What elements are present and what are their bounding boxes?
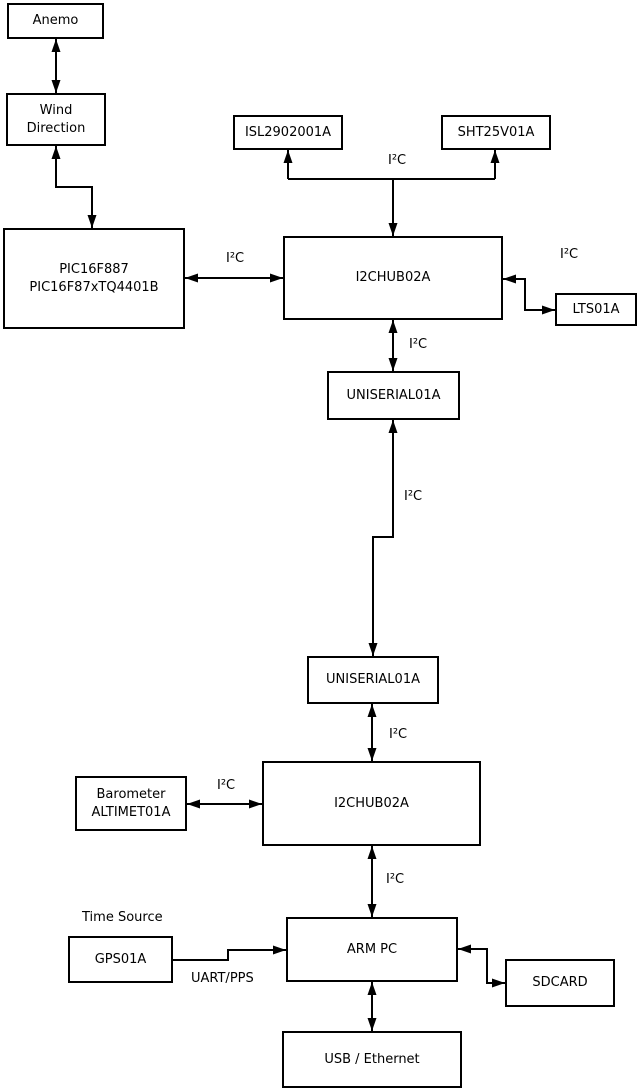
label-i2c-hub1-lts: I²C	[560, 247, 579, 262]
node-lts01a-label: LTS01A	[572, 301, 620, 317]
node-arm-pc: ARM PC	[286, 917, 458, 982]
node-pic16f887-label: PIC16F887	[59, 261, 129, 277]
edge-i2chub1-lts01a	[503, 274, 555, 315]
node-uniserial01a-1-label: UNISERIAL01A	[346, 387, 441, 403]
node-i2chub02a-1-label: I2CHUB02A	[355, 270, 431, 286]
label-uart-pps: UART/PPS	[191, 971, 254, 986]
node-sht25v01a-label: SHT25V01A	[457, 124, 535, 140]
label-i2c-uniserial2-hub2: I²C	[389, 727, 408, 742]
node-wind-direction-label: Wind	[39, 102, 73, 118]
edge-uniserial1-uniserial2	[368, 420, 398, 656]
edges	[51, 39, 555, 1031]
label-i2c-barometer-hub2: I²C	[217, 778, 236, 793]
node-lts01a: LTS01A	[555, 293, 637, 326]
label-i2c-hub2-armpc: I²C	[386, 872, 405, 887]
node-gps01a-label: GPS01A	[94, 951, 147, 967]
node-sht25v01a: SHT25V01A	[441, 115, 551, 150]
node-anemo: Anemo	[7, 3, 104, 39]
node-gps01a: GPS01A	[68, 936, 173, 983]
label-i2c-bus-top: I²C	[388, 153, 407, 168]
node-usb-ethernet: USB / Ethernet	[282, 1031, 462, 1088]
node-i2chub02a-1: I2CHUB02A	[283, 236, 503, 320]
node-uniserial01a-2: UNISERIAL01A	[307, 656, 439, 704]
node-barometer-label: ALTIMET01A	[91, 804, 171, 820]
edge-armpc-sdcard	[458, 944, 505, 988]
node-i2chub02a-2-label: I2CHUB02A	[334, 795, 409, 811]
node-barometer-label: Barometer	[96, 786, 166, 802]
label-i2c-hub1-uniserial1: I²C	[409, 337, 428, 352]
label-i2c-uniserial-link: I²C	[404, 489, 423, 504]
edge-winddirection-pic	[51, 146, 97, 228]
edge-gps-armpc	[173, 945, 286, 961]
label-time-source: Time Source	[82, 910, 163, 925]
node-arm-pc-label: ARM PC	[346, 941, 398, 957]
label-i2c-pic-hub1: I²C	[226, 251, 245, 266]
node-anemo-label: Anemo	[32, 13, 79, 29]
node-isl2902001a: ISL2902001A	[233, 115, 343, 150]
node-wind-direction-label: Direction	[26, 120, 86, 136]
node-uniserial01a-2-label: UNISERIAL01A	[326, 672, 420, 688]
node-sdcard-label: SDCARD	[532, 975, 588, 991]
node-pic16f887-label: PIC16F87xTQ4401B	[29, 279, 159, 295]
node-usb-ethernet-label: USB / Ethernet	[324, 1051, 420, 1067]
node-isl2902001a-label: ISL2902001A	[244, 124, 332, 140]
node-uniserial01a-1: UNISERIAL01A	[327, 371, 460, 420]
node-i2chub02a-2: I2CHUB02A	[262, 761, 481, 846]
node-sdcard: SDCARD	[505, 959, 615, 1007]
